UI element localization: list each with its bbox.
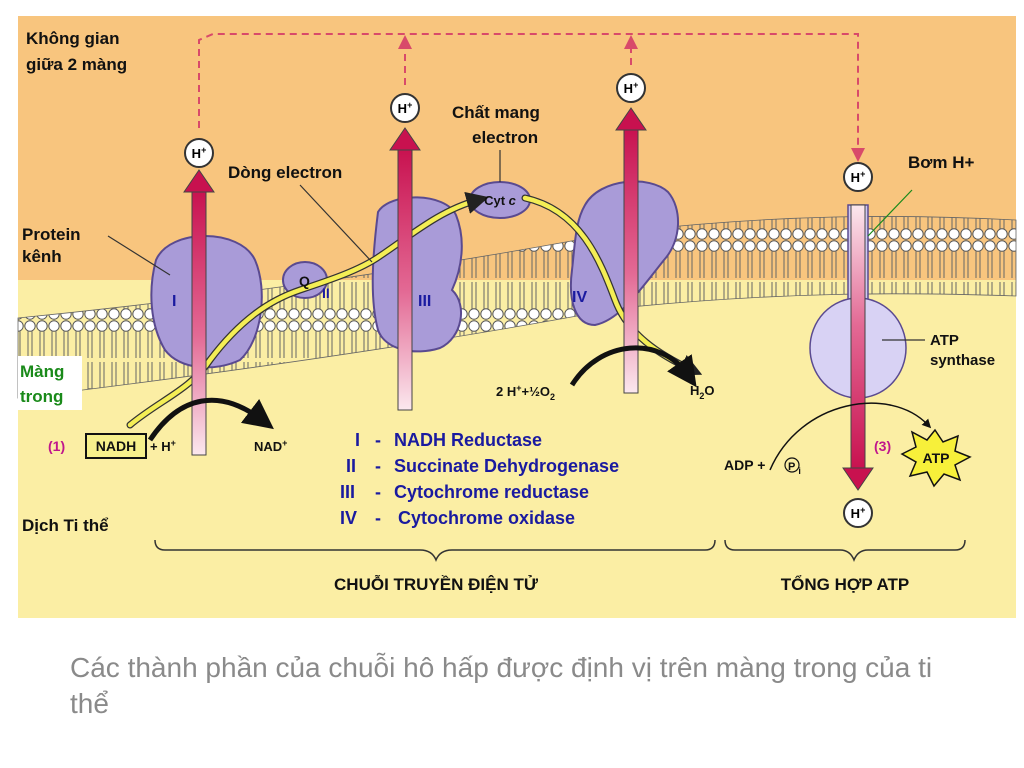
water-reactants-label: 2 H++½O2 xyxy=(496,383,555,402)
proton-arrowhead-atp-synthase xyxy=(842,467,874,491)
legend-name: Succinate Dehydrogenase xyxy=(394,456,619,476)
legend-name: Cytochrome reductase xyxy=(394,482,589,502)
plus-h-label: + H+ xyxy=(150,438,176,454)
etc-section-label: CHUỖI TRUYỀN ĐIỆN TỬ xyxy=(334,575,539,594)
matrix-label: Dịch Ti thể xyxy=(22,516,109,535)
atp-brace xyxy=(724,539,966,563)
svg-text:-: - xyxy=(375,482,381,502)
proton-channel-i xyxy=(191,189,207,456)
complex-iii xyxy=(371,196,463,353)
figure-caption: Các thành phần của chuỗi hô hấp được địn… xyxy=(70,652,933,719)
complex-ii-label: II xyxy=(322,285,330,301)
etc-brace xyxy=(154,539,716,563)
atp-label: ATP xyxy=(923,450,950,466)
complex-iii-label: III xyxy=(418,293,431,310)
legend-numeral: III xyxy=(340,482,355,502)
nad-label: NAD+ xyxy=(254,438,287,454)
proton-badge-matrix: H+ xyxy=(843,498,873,528)
nadh-box xyxy=(85,433,147,459)
proton-channel-iii xyxy=(397,147,413,411)
pump-label: Bơm H+ xyxy=(908,153,974,172)
legend-name: Cytochrome oxidase xyxy=(398,508,575,528)
svg-text:H+: H+ xyxy=(851,169,866,185)
step-3-label: (3) xyxy=(874,438,891,454)
inner-membrane-label-bg xyxy=(18,356,82,410)
svg-text:-: - xyxy=(375,508,381,528)
proton-channel-iv xyxy=(623,127,639,394)
legend-numeral: IV xyxy=(340,508,357,528)
proton-arrowhead-i xyxy=(183,169,215,193)
proton-arrowhead-iv xyxy=(615,107,647,131)
complex-i-label: I xyxy=(172,293,176,310)
phosphate-circle xyxy=(784,457,800,473)
nadh-label: NADH xyxy=(96,438,136,454)
proton-badge-iii: H+ xyxy=(390,93,420,123)
leader-electron-flow xyxy=(299,184,373,263)
leader-pump xyxy=(867,189,913,237)
leader-channel-protein xyxy=(107,235,171,276)
proton-badge-pump: H+ xyxy=(843,162,873,192)
svg-text:H+: H+ xyxy=(192,145,207,161)
step-1-label: (1) xyxy=(48,438,65,454)
legend-name: NADH Reductase xyxy=(394,430,542,450)
matrix-boundary xyxy=(18,300,1016,618)
complex-iv-label: IV xyxy=(572,289,587,306)
svg-text:-: - xyxy=(375,430,381,450)
water-arrow xyxy=(569,345,697,388)
water-label: H2O xyxy=(690,383,715,401)
nadh-arrow xyxy=(147,397,274,442)
legend-numeral: I xyxy=(355,430,360,450)
adp-arrow xyxy=(769,402,932,471)
svg-text:H+: H+ xyxy=(624,80,639,96)
svg-text:H+: H+ xyxy=(398,100,413,116)
legend: I - NADH Reductase II - Succinate Dehydr… xyxy=(340,430,619,528)
adp-label: ADP + xyxy=(724,457,765,473)
respiratory-chain-diagram: H+ H+ H+ H+ H+ I Q II III Cyt c IV Không… xyxy=(17,16,1017,618)
legend-numeral: II xyxy=(346,456,356,476)
atp-section-label: TỔNG HỢP ATP xyxy=(781,575,909,594)
svg-text:-: - xyxy=(375,456,381,476)
electron-flow-label: Dòng electron xyxy=(228,163,342,182)
atp-burst xyxy=(900,428,972,488)
proton-channel-atp-synthase xyxy=(850,204,866,471)
figure: H+ H+ H+ H+ H+ I Q II III Cyt c IV Không… xyxy=(17,16,1017,618)
proton-badge-iv: H+ xyxy=(616,73,646,103)
cyt-c-label: Cyt c xyxy=(484,193,517,208)
proton-badge-i: H+ xyxy=(184,138,214,168)
q-label: Q xyxy=(299,273,310,289)
complex-i xyxy=(150,235,263,369)
proton-arrowhead-iii xyxy=(389,127,421,151)
svg-text:H+: H+ xyxy=(851,505,866,521)
